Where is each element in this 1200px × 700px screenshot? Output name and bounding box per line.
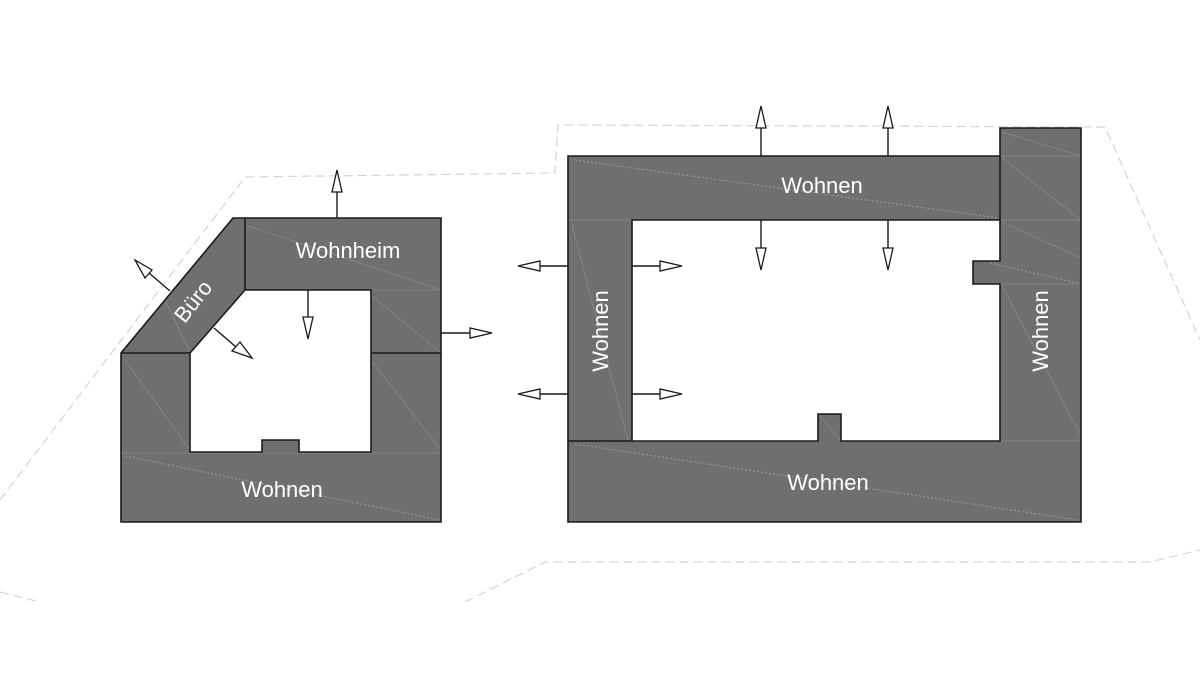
right-courtyard-outline xyxy=(631,219,1001,442)
arrow-right-icon xyxy=(632,388,683,400)
label-wohnheim: Wohnheim xyxy=(296,238,401,263)
site-boundary-bottom-left xyxy=(0,591,41,603)
label-wohnen-north: Wohnen xyxy=(781,173,863,198)
label-wohnen-south: Wohnen xyxy=(787,470,869,495)
hatch-line xyxy=(370,359,442,451)
left-building: Wohnheim Büro Wohnen xyxy=(120,217,442,523)
label-wohnen-east: Wohnen xyxy=(1028,290,1053,372)
hatch-line xyxy=(370,294,442,354)
left-building-outline xyxy=(120,217,442,523)
site-boundary-top-left xyxy=(0,124,1200,501)
arrow-up-icon xyxy=(882,105,894,156)
arrow-right-icon xyxy=(441,327,493,339)
hatch-line xyxy=(819,415,841,441)
arrow-left-icon xyxy=(517,388,568,400)
label-wohnen-west: Wohnen xyxy=(588,290,613,372)
arrow-down-right-icon xyxy=(213,327,254,360)
hatch-line xyxy=(1001,285,1082,437)
right-building-footprint xyxy=(568,128,1081,522)
hatch-line xyxy=(1001,221,1082,259)
arrow-down-icon xyxy=(755,220,767,271)
arrow-up-icon xyxy=(755,105,767,156)
orientation-arrows xyxy=(133,105,894,400)
right-building: Wohnen Wohnen Wohnen Wohnen xyxy=(567,127,1082,523)
label-wohnen-left: Wohnen xyxy=(241,477,323,502)
hatch-line xyxy=(571,224,629,441)
site-boundary-bottom-right xyxy=(464,549,1200,603)
hatch-line xyxy=(1001,157,1082,221)
hatch-line xyxy=(124,455,441,521)
arrow-down-icon xyxy=(882,220,894,271)
hatch-line xyxy=(1001,131,1082,157)
site-boundary xyxy=(0,124,1200,603)
hatch-line xyxy=(124,359,191,451)
arrow-up-icon xyxy=(331,169,343,218)
hatch-line xyxy=(574,159,999,219)
arrow-up-left-icon xyxy=(133,258,171,292)
hatch-line xyxy=(989,262,1082,285)
arrow-right-icon xyxy=(632,260,683,272)
hatch-line xyxy=(164,299,191,353)
arrow-left-icon xyxy=(517,260,568,272)
arrow-down-icon xyxy=(302,290,314,340)
left-building-footprint xyxy=(121,218,441,522)
hatch-line xyxy=(244,224,442,291)
hatch-line xyxy=(574,443,1079,521)
